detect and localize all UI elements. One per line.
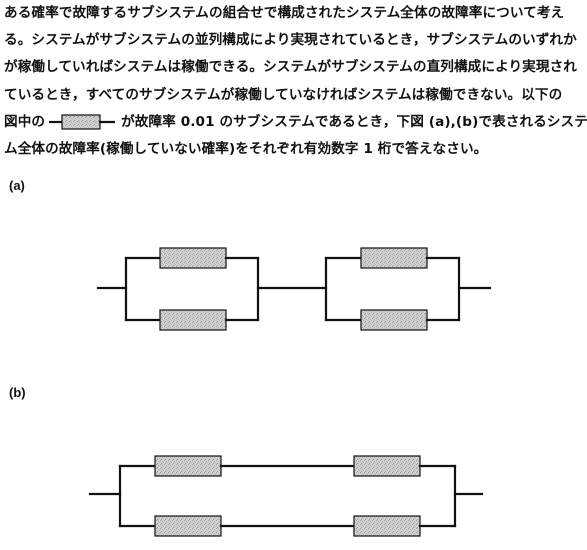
figure-a-block-3 (360, 247, 428, 269)
problem-line-5: 図中の が故障率 0.01 のサブシステムであるとき，下図 (a),(b)で表さ… (4, 109, 587, 136)
problem-line-6: ム全体の故障率(稼働していない確率)をそれぞれ有効数字 1 桁で答えなさい。 (4, 140, 488, 157)
figure-b-block-4 (353, 515, 421, 537)
problem-line-5-start: 図中の (4, 113, 46, 130)
figure-a-diagram (96, 247, 492, 331)
problem-line-1: ある確率で故障するサブシステムの組合せで構成されたシステム全体の故障率について考… (4, 5, 565, 21)
figure-b-block-3 (154, 515, 222, 537)
figure-a-block-1 (159, 247, 227, 269)
problem-line-2: る。システムがサブシステムの並列構成により実現されているとき，サブシステムのいず… (4, 32, 577, 49)
figure-a-label: (a) (9, 178, 25, 193)
problem-text: ある確率で故障するサブシステムの組合せで構成されたシステム全体の故障率について考… (4, 0, 587, 163)
figure-b-block-1 (154, 455, 222, 477)
figure-b-diagram (88, 455, 484, 537)
figure-a-block-2 (159, 309, 227, 331)
figure-a-block-4 (360, 309, 428, 331)
subsystem-symbol-icon (49, 114, 116, 130)
figure-b-label: (b) (9, 385, 26, 400)
problem-line-3: が稼働していればシステムは稼働できる。システムがサブシステムの直列構成により実現… (4, 59, 577, 76)
problem-line-4: ているとき，すべてのサブシステムが稼働していなければシステムは稼働できない。以下… (4, 86, 563, 103)
problem-line-5-end: が故障率 0.01 のサブシステムであるとき，下図 (a),(b)で表されるシス… (121, 113, 587, 130)
figure-b-block-2 (353, 455, 421, 477)
